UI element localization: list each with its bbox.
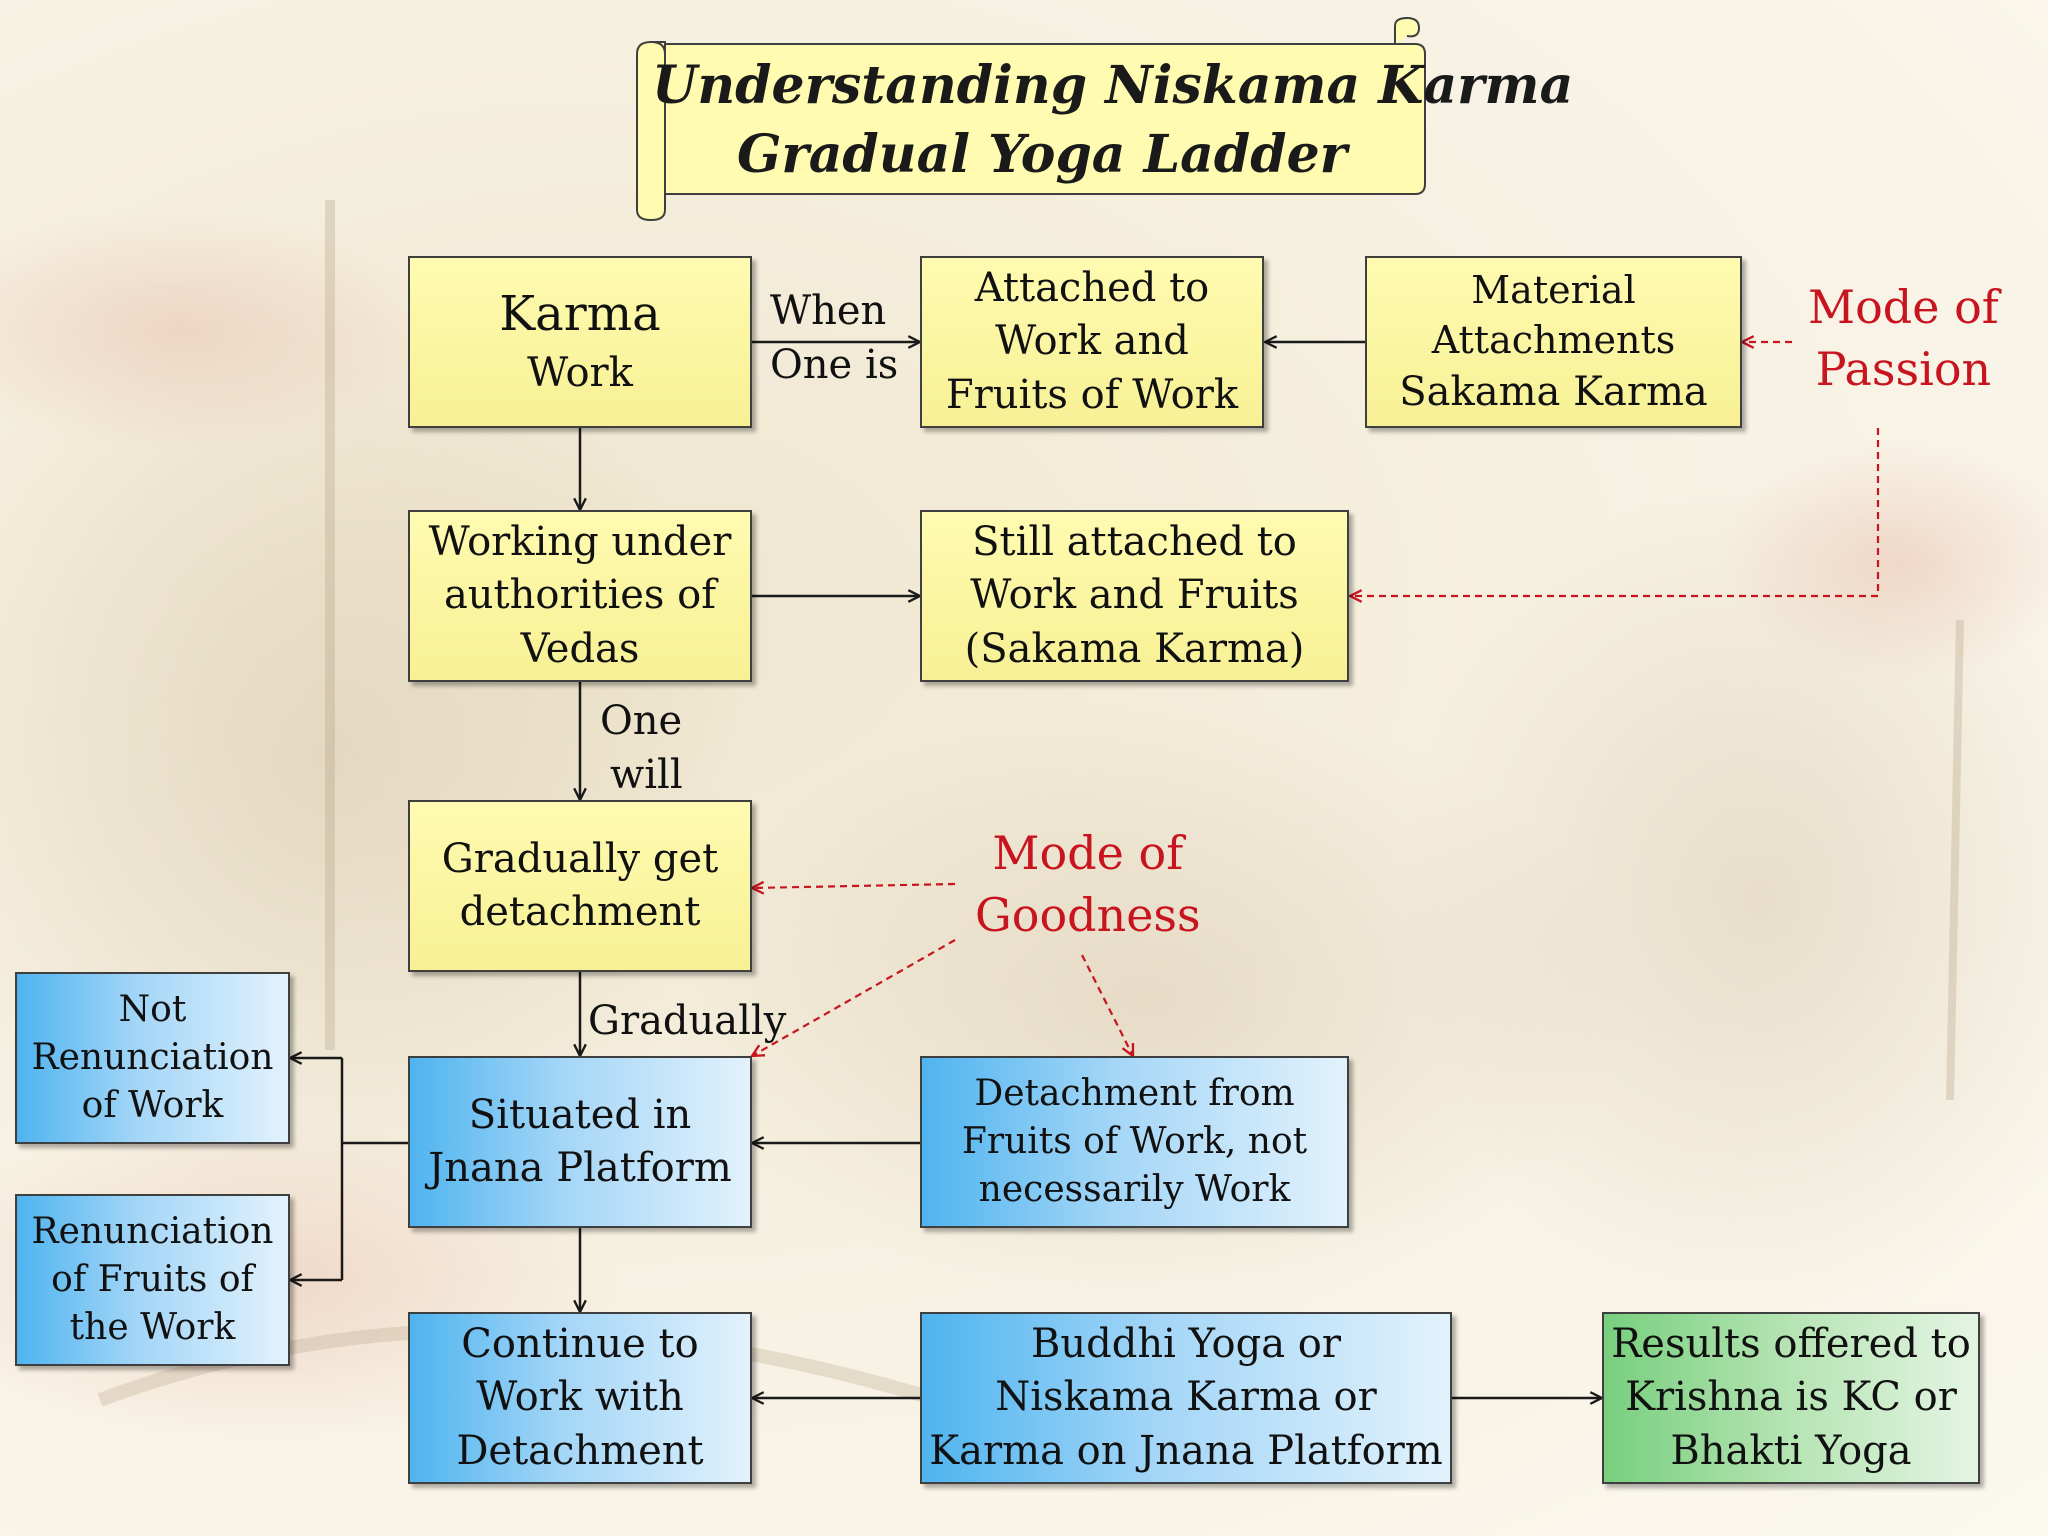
node-line: detachment: [459, 889, 701, 935]
node-line: Attached to: [974, 265, 1210, 312]
node-results-offered-krishna: Results offered to Krishna is KC or Bhak…: [1602, 1312, 1980, 1484]
node-line: Bhakti Yoga: [1670, 1427, 1912, 1474]
node-karma-title: Karma: [499, 286, 661, 343]
node-line: Vedas: [520, 625, 640, 672]
label-line: will: [610, 752, 683, 798]
node-line: Fruits of Work: [945, 371, 1239, 418]
node-line: Work and Fruits: [970, 572, 1299, 619]
node-still-attached: Still attached to Work and Fruits (Sakam…: [920, 510, 1349, 682]
mode-line: Goodness: [975, 888, 1201, 943]
node-karma: Karma Work: [408, 256, 752, 428]
label-one-will: One will: [600, 694, 683, 802]
node-line: Attachments: [1431, 318, 1676, 363]
node-line: of Fruits of: [51, 1259, 254, 1301]
node-line: Still attached to: [972, 519, 1297, 566]
node-line: Krishna is KC or: [1625, 1374, 1957, 1421]
node-line: the Work: [69, 1306, 236, 1348]
node-working-under-vedas: Working under authorities of Vedas: [408, 510, 752, 682]
mode-line: Mode of: [1808, 280, 1999, 334]
title-scroll: [636, 16, 1426, 222]
node-material-attachments: Material Attachments Sakama Karma: [1365, 256, 1742, 428]
node-line: Detachment: [456, 1427, 704, 1474]
node-line: necessarily Work: [978, 1168, 1291, 1210]
title-line-2: Gradual Yoga Ladder: [736, 123, 1348, 185]
label-line: When: [770, 288, 887, 334]
node-line: Niskama Karma or: [995, 1374, 1377, 1421]
node-karma-subtitle: Work: [527, 350, 633, 397]
goodness-arrow-to-detachment-fruits: [1081, 954, 1133, 1056]
node-line: Work and: [995, 318, 1189, 365]
node-line: Sakama Karma: [1399, 368, 1708, 415]
node-line: Gradually get: [441, 835, 719, 882]
node-line: of Work: [81, 1084, 224, 1126]
node-line: Work with: [476, 1374, 684, 1421]
label-line: Gradually: [588, 998, 787, 1044]
mode-line: Mode of: [992, 826, 1184, 880]
node-buddhi-yoga: Buddhi Yoga or Niskama Karma or Karma on…: [920, 1312, 1452, 1484]
node-jnana-platform: Situated in Jnana Platform: [408, 1056, 752, 1228]
node-line: Results offered to: [1611, 1321, 1971, 1368]
node-line: Material: [1471, 267, 1636, 312]
node-line: Karma on Jnana Platform: [929, 1427, 1443, 1474]
node-attached-to-work: Attached to Work and Fruits of Work: [920, 256, 1264, 428]
node-continue-to-work: Continue to Work with Detachment: [408, 1312, 752, 1484]
label-gradually: Gradually: [588, 994, 786, 1048]
node-line: Continue to: [461, 1321, 699, 1368]
node-line: Not: [118, 989, 187, 1031]
label-line: One: [600, 698, 683, 744]
node-line: Fruits of Work, not: [961, 1121, 1308, 1163]
node-detachment-from-fruits: Detachment from Fruits of Work, not nece…: [920, 1056, 1349, 1228]
node-line: Buddhi Yoga or: [1030, 1321, 1342, 1368]
goodness-arrow-to-detachment: [752, 884, 956, 888]
diagram-title: Understanding Niskama Karma Gradual Yoga…: [652, 52, 1574, 189]
mode-of-goodness: Mode of Goodness: [975, 822, 1201, 946]
node-renunciation-of-fruits: Renunciation of Fruits of the Work: [15, 1194, 290, 1366]
node-line: Situated in: [468, 1091, 692, 1138]
node-line: Renunciation: [31, 1037, 274, 1079]
node-line: Jnana Platform: [428, 1145, 732, 1191]
node-line: Renunciation: [31, 1211, 274, 1253]
title-line-1: Understanding Niskama Karma: [652, 55, 1574, 116]
node-gradually-detachment: Gradually get detachment: [408, 800, 752, 972]
node-line: Working under: [428, 519, 732, 566]
label-when-one-is: When One is: [770, 284, 898, 392]
label-line: One is: [770, 342, 899, 388]
mode-line: Passion: [1815, 342, 1992, 397]
node-not-renunciation: Not Renunciation of Work: [15, 972, 290, 1144]
goodness-arrow-to-jnana: [752, 939, 956, 1056]
node-line: authorities of: [443, 572, 717, 619]
passion-arrow-to-still-attached: [1350, 428, 1880, 596]
mode-of-passion: Mode of Passion: [1808, 276, 1999, 400]
node-line: Detachment from: [974, 1073, 1295, 1115]
node-line: (Sakama Karma): [964, 625, 1305, 672]
